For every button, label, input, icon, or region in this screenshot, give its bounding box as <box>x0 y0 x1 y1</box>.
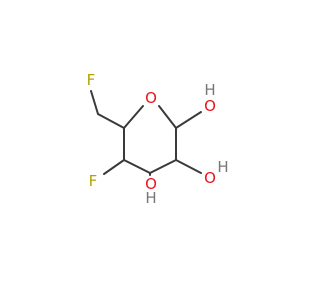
bond-ch2-c6 <box>97 113 125 129</box>
molecule-diagram: F O O H O H F O H <box>86 71 229 207</box>
hydroxyl-right-hydrogen: H <box>204 81 215 99</box>
hydroxyl-mid-oxygen: O <box>204 169 216 187</box>
bond-c2-oh <box>175 159 202 174</box>
fluorine-left-label: F <box>89 172 98 190</box>
structure-svg: F O O H O H F O H <box>87 71 229 207</box>
fluorine-top-label: F <box>87 71 96 89</box>
bond-c4-f <box>103 159 125 175</box>
bond-c3-c4 <box>123 159 151 174</box>
bond-f-ch2 <box>90 90 99 115</box>
hydroxyl-right-oxygen: O <box>204 97 216 115</box>
hydroxyl-bottom-oxygen: O <box>145 175 157 193</box>
hydroxyl-bottom-hydrogen: H <box>145 189 156 207</box>
bond-c2-c3 <box>149 159 177 174</box>
bond-c6-o <box>123 105 144 129</box>
bond-o-c1 <box>158 105 177 129</box>
hydroxyl-mid-hydrogen: H <box>217 158 228 176</box>
bond-c1-oh <box>175 111 202 129</box>
ring-oxygen-label: O <box>145 89 157 107</box>
